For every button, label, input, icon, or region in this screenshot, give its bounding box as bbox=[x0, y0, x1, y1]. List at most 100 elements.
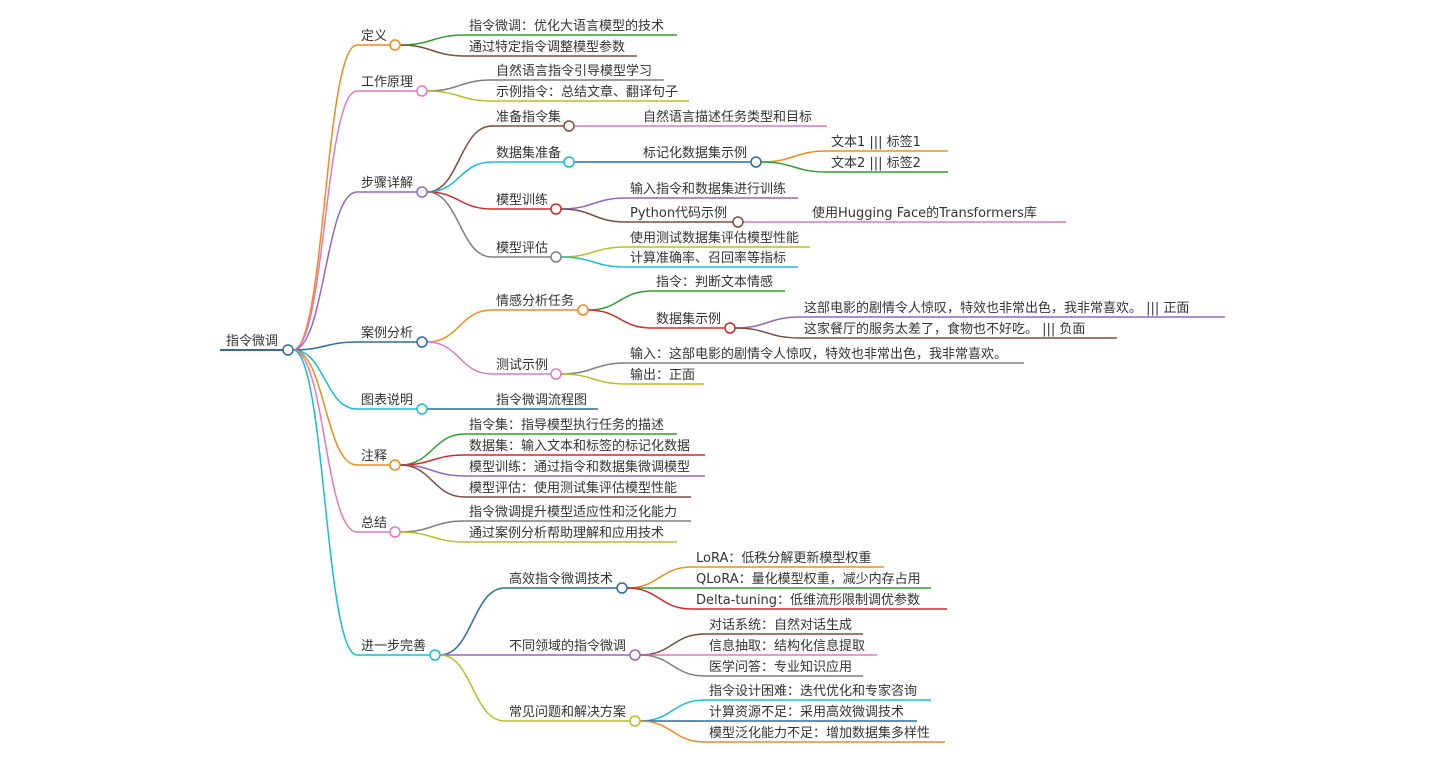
collapse-toggle[interactable] bbox=[629, 649, 641, 661]
collapse-toggle[interactable] bbox=[550, 203, 562, 215]
collapse-toggle[interactable] bbox=[577, 304, 589, 316]
collapse-toggle[interactable] bbox=[732, 216, 744, 228]
mindmap-node[interactable]: 模型训练 bbox=[492, 193, 556, 210]
mindmap-node[interactable]: 进一步完善 bbox=[357, 638, 435, 656]
collapse-toggle[interactable] bbox=[563, 120, 575, 132]
connector-line bbox=[760, 161, 828, 173]
collapse-toggle[interactable] bbox=[389, 459, 401, 471]
mindmap-node[interactable]: Python代码示例 bbox=[626, 206, 738, 223]
mindmap-node[interactable]: 测试示例 bbox=[492, 358, 556, 375]
mindmap-node[interactable]: 输入指令和数据集进行训练 bbox=[626, 181, 798, 199]
mindmap-node[interactable]: 计算准确率、召回率等指标 bbox=[626, 250, 798, 268]
mindmap-node[interactable]: 文本1 ||| 标签1 bbox=[827, 134, 948, 152]
mindmap-node[interactable]: 定义 bbox=[357, 29, 395, 46]
node-label: Python代码示例 bbox=[630, 206, 727, 221]
mindmap-node[interactable]: 高效指令微调技术 bbox=[505, 571, 622, 589]
node-label: 这部电影的剧情令人惊叹，特效也非常出色，我非常喜欢。 ||| 正面 bbox=[804, 300, 1189, 316]
collapse-toggle[interactable] bbox=[550, 251, 562, 263]
mindmap-node[interactable]: 步骤详解 bbox=[357, 176, 422, 193]
mindmap-node[interactable]: QLoRA：量化模型权重，减少内存占用 bbox=[692, 571, 931, 589]
node-label: 这家餐厅的服务太差了，食物也不好吃。 ||| 负面 bbox=[804, 321, 1085, 337]
node-label: LoRA：低秩分解更新模型权重 bbox=[696, 550, 871, 566]
mindmap-node[interactable]: 模型训练：通过指令和数据集微调模型 bbox=[465, 459, 705, 477]
collapse-toggle[interactable] bbox=[416, 403, 428, 415]
mindmap-node[interactable]: 总结 bbox=[357, 516, 395, 533]
mindmap-node[interactable]: 模型评估：使用测试集评估模型性能 bbox=[465, 480, 691, 498]
mindmap-node[interactable]: 自然语言指令引导模型学习 bbox=[492, 63, 664, 81]
mindmap-node[interactable]: 使用Hugging Face的Transformers库 bbox=[808, 205, 1066, 223]
mindmap-node[interactable]: 数据集：输入文本和标签的标记化数据 bbox=[465, 438, 705, 456]
mindmap-node[interactable]: 模型评估 bbox=[492, 241, 556, 258]
mindmap-node[interactable]: 指令：判断文本情感 bbox=[652, 274, 785, 292]
collapse-toggle[interactable] bbox=[629, 715, 641, 727]
connector-line bbox=[426, 79, 493, 92]
collapse-toggle[interactable] bbox=[389, 526, 401, 538]
collapse-toggle[interactable] bbox=[416, 336, 428, 348]
node-label: 准备指令集 bbox=[496, 109, 561, 125]
mindmap-node[interactable]: 数据集示例 bbox=[652, 311, 730, 329]
collapse-toggle[interactable] bbox=[416, 85, 428, 97]
mindmap-node[interactable]: 医学问答：专业知识应用 bbox=[705, 659, 863, 677]
mindmap-node[interactable]: 通过案例分析帮助理解和应用技术 bbox=[465, 525, 677, 543]
connector-line bbox=[426, 191, 493, 258]
collapse-toggle[interactable] bbox=[389, 39, 401, 51]
collapse-toggle[interactable] bbox=[416, 186, 428, 198]
connector-line bbox=[734, 327, 801, 339]
node-label: 标记化数据集示例 bbox=[643, 145, 747, 161]
mindmap-node[interactable]: 准备指令集 bbox=[492, 109, 569, 127]
mindmap-node[interactable]: 情感分析任务 bbox=[492, 293, 583, 311]
mindmap-node[interactable]: 标记化数据集示例 bbox=[639, 145, 756, 163]
connector-line bbox=[560, 197, 627, 210]
mindmap-node[interactable]: 自然语言描述任务类型和目标 bbox=[639, 109, 827, 127]
mindmap-node[interactable]: 计算资源不足：采用高效微调技术 bbox=[705, 704, 917, 722]
connector-line bbox=[626, 587, 693, 610]
mindmap-node[interactable]: 示例指令：总结文章、翻译句子 bbox=[492, 84, 689, 102]
mindmap-node[interactable]: 工作原理 bbox=[357, 75, 422, 92]
node-label: 不同领域的指令微调 bbox=[509, 638, 626, 654]
connector-line bbox=[560, 373, 627, 385]
mindmap-node[interactable]: 输出：正面 bbox=[626, 367, 704, 385]
connector-line bbox=[399, 531, 466, 543]
mindmap-node[interactable]: 指令微调提升模型适应性和泛化能力 bbox=[465, 504, 691, 522]
mindmap-node[interactable]: LoRA：低秩分解更新模型权重 bbox=[692, 550, 884, 568]
mindmap-node[interactable]: 通过特定指令调整模型参数 bbox=[465, 39, 637, 57]
collapse-toggle[interactable] bbox=[429, 649, 441, 661]
mindmap-node[interactable]: 这家餐厅的服务太差了，食物也不好吃。 ||| 负面 bbox=[800, 321, 1117, 339]
mindmap-node[interactable]: 指令集：指导模型执行任务的描述 bbox=[465, 417, 677, 435]
mindmap-node[interactable]: 常见问题和解决方案 bbox=[505, 704, 635, 722]
root-node[interactable]: 指令微调 bbox=[220, 334, 288, 351]
node-label: 步骤详解 bbox=[361, 176, 413, 191]
mindmap-node[interactable]: 文本2 ||| 标签2 bbox=[827, 155, 948, 173]
collapse-toggle[interactable] bbox=[750, 156, 762, 168]
connector-line bbox=[587, 309, 653, 329]
mindmap-node[interactable]: 案例分析 bbox=[357, 326, 422, 343]
connector-line bbox=[587, 290, 653, 311]
collapse-toggle[interactable] bbox=[724, 322, 736, 334]
mindmap-node[interactable]: 输入：这部电影的剧情令人惊叹，特效也非常出色，我非常喜欢。 bbox=[626, 346, 1024, 364]
connector-line bbox=[639, 699, 706, 722]
mindmap-node[interactable]: Delta-tuning：低维流形限制调优参数 bbox=[692, 592, 947, 610]
node-label: 通过案例分析帮助理解和应用技术 bbox=[469, 525, 664, 541]
connector-line bbox=[426, 309, 493, 343]
node-label: 数据集示例 bbox=[656, 311, 721, 327]
collapse-toggle[interactable] bbox=[616, 582, 628, 594]
mindmap-node[interactable]: 这部电影的剧情令人惊叹，特效也非常出色，我非常喜欢。 ||| 正面 bbox=[800, 300, 1225, 318]
mindmap-node[interactable]: 使用测试数据集评估模型性能 bbox=[626, 230, 810, 248]
connector-line bbox=[639, 720, 706, 743]
mindmap-node[interactable]: 指令微调：优化大语言模型的技术 bbox=[465, 18, 677, 36]
mindmap-node[interactable]: 注释 bbox=[357, 449, 395, 466]
collapse-toggle[interactable] bbox=[282, 344, 294, 356]
mindmap-node[interactable]: 图表说明 bbox=[357, 393, 422, 410]
mindmap-node[interactable]: 不同领域的指令微调 bbox=[505, 638, 635, 656]
mindmap-node[interactable]: 数据集准备 bbox=[492, 145, 569, 163]
mindmap-node[interactable]: 指令设计困难：迭代优化和专家咨询 bbox=[705, 683, 931, 701]
node-label: 数据集准备 bbox=[496, 145, 561, 161]
collapse-toggle[interactable] bbox=[563, 156, 575, 168]
mindmap-node[interactable]: 模型泛化能力不足：增加数据集多样性 bbox=[705, 725, 945, 743]
mindmap-node[interactable]: 对话系统：自然对话生成 bbox=[705, 617, 863, 635]
mindmap-node[interactable]: 指令微调流程图 bbox=[492, 393, 598, 410]
mindmap-node[interactable]: 信息抽取：结构化信息提取 bbox=[705, 638, 877, 656]
node-label: 案例分析 bbox=[361, 326, 413, 341]
collapse-toggle[interactable] bbox=[550, 368, 562, 380]
